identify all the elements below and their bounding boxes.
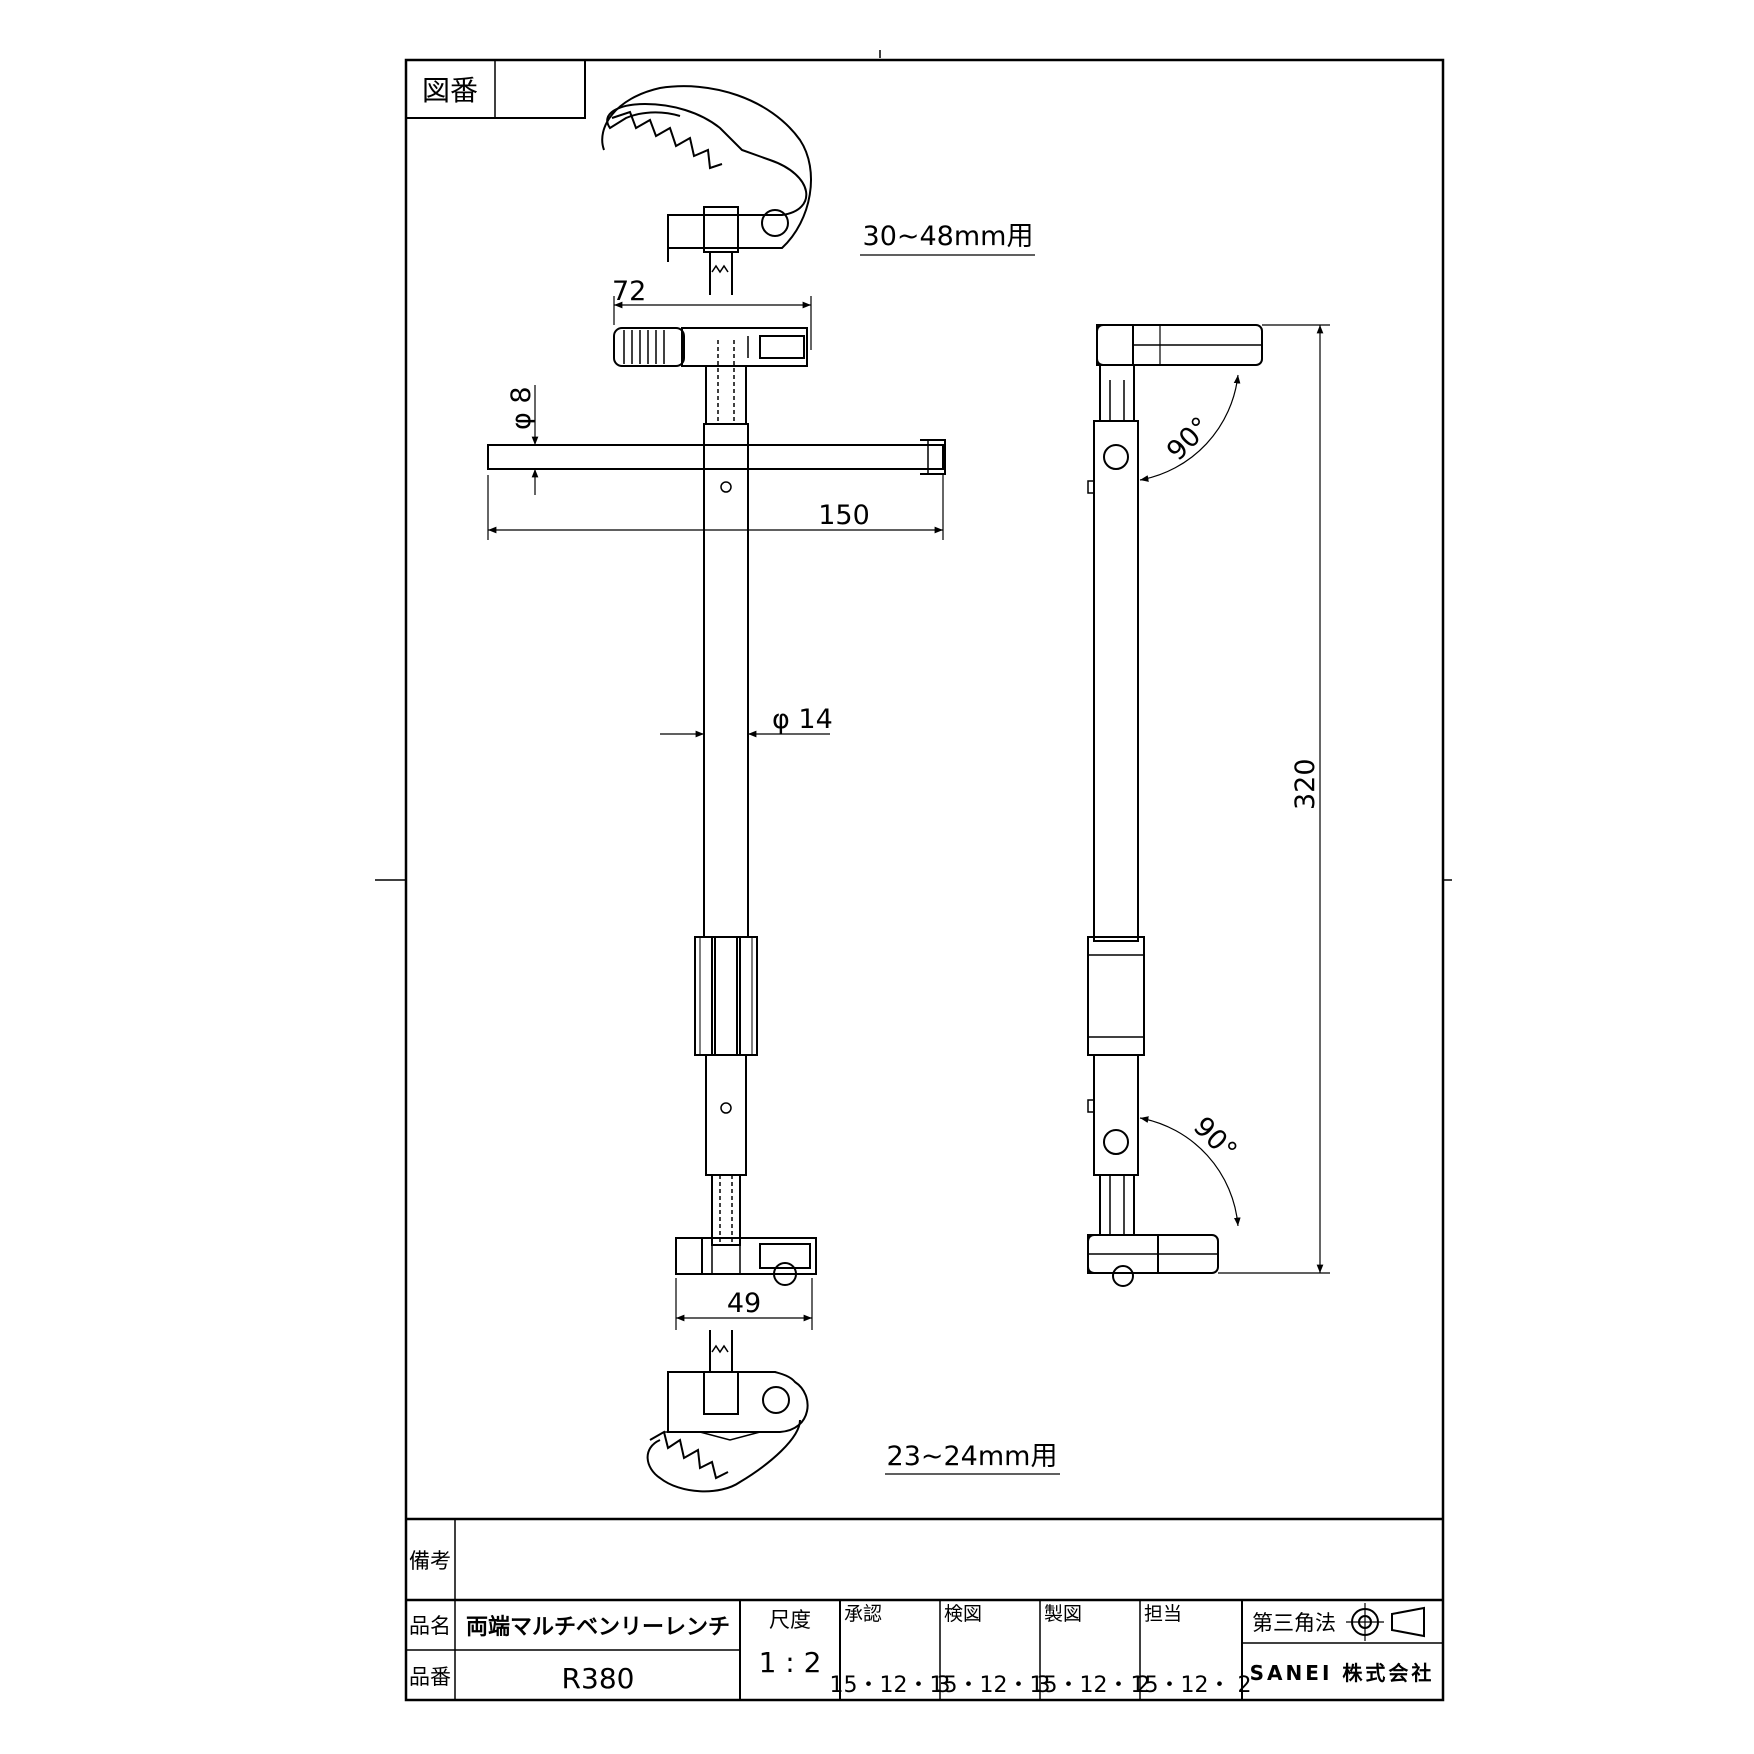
dim-top-head-width: 72 (612, 276, 646, 307)
person-label: 担当 (1144, 1603, 1182, 1625)
coupling (694, 936, 758, 1056)
scale-label: 尺度 (769, 1608, 811, 1632)
main-shaft (703, 423, 749, 938)
dim-handle-length: 150 (818, 500, 870, 531)
note-bottom-jaw-range: 23~24mm用 (887, 1441, 1058, 1472)
company-name: SANEI 株式会社 (1250, 1661, 1435, 1685)
bottom-jaw-detail (646, 1330, 809, 1493)
bottom-head (675, 1237, 817, 1286)
inspection-label: 検図 (944, 1603, 982, 1625)
dim-shaft-diameter: φ 14 (772, 704, 833, 735)
front-dimension-labels: 72 150 φ 8 φ 14 49 30~48mm用 23~24mm用 (506, 221, 1057, 1472)
top-head (613, 327, 808, 367)
drawing-number-box: 図番 (405, 59, 586, 119)
dim-handle-diameter: φ 8 (506, 386, 537, 430)
dim-angle-bottom: 90° (1187, 1111, 1243, 1167)
person-date: 15・12・ 2 (1131, 1673, 1252, 1698)
third-angle-projection-icon (1346, 1603, 1425, 1641)
side-dimension-labels: 320 90° 90° (1161, 411, 1321, 1167)
side-dimensions (1218, 324, 1330, 1274)
product-number: R380 (562, 1662, 635, 1695)
product-number-label: 品番 (409, 1665, 451, 1689)
approval-date: 15・12・ 3 (830, 1673, 951, 1698)
remarks-label: 備考 (409, 1549, 451, 1573)
product-name-label: 品名 (409, 1614, 451, 1638)
title-block-text: 備考 品名 両端マルチベンリーレンチ 品番 R380 尺度 1 : 2 承認 1… (409, 1549, 1435, 1698)
scale-value: 1 : 2 (759, 1646, 822, 1679)
product-name: 両端マルチベンリーレンチ (466, 1615, 730, 1640)
dim-overall-length: 320 (1290, 758, 1321, 810)
top-jaw-detail (601, 85, 812, 295)
front-dimensions (487, 254, 1060, 1475)
approval-label: 承認 (844, 1603, 882, 1625)
cross-handle (487, 439, 946, 475)
drawing-number-label: 図番 (422, 74, 478, 107)
dim-angle-top: 90° (1161, 411, 1217, 467)
note-top-jaw-range: 30~48mm用 (863, 221, 1034, 252)
front-view (487, 85, 946, 1493)
dim-bottom-head-width: 49 (727, 1288, 761, 1319)
projection-label: 第三角法 (1252, 1611, 1336, 1635)
center-marks (375, 50, 1452, 881)
title-block (406, 1517, 1443, 1700)
side-view (1087, 324, 1263, 1287)
drafting-label: 製図 (1044, 1603, 1082, 1625)
drafting-date: 15・12・ 2 (1030, 1673, 1151, 1698)
upper-shaft (705, 340, 747, 425)
inspection-date: 15・12・ 3 (930, 1673, 1051, 1698)
lower-shaft (705, 1054, 747, 1246)
drawing-frame (404, 58, 1445, 1702)
